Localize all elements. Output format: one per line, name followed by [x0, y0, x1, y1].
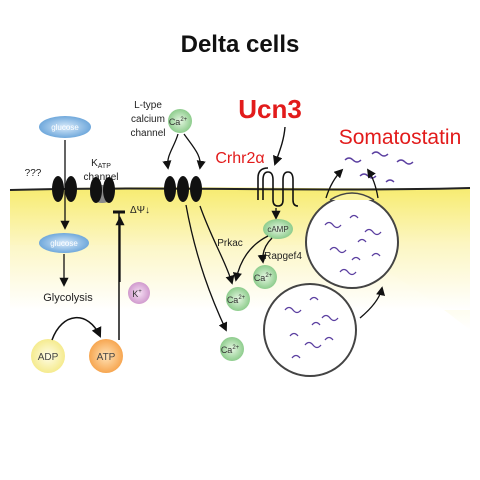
calcium-influx-arrow-right [183, 133, 206, 170]
calcium-ion-inside-1 [253, 265, 277, 289]
exocytosis-arrow-right [366, 168, 379, 199]
calcium-inside-label-2: Ca2+ [227, 295, 246, 305]
camp-molecule [263, 219, 293, 239]
membrane-depolarization-label: ΔΨ↓ [130, 205, 150, 216]
camp-prkac-arrow [232, 235, 269, 282]
potassium-label: K+ [132, 289, 142, 299]
vesicle-trafficking-arrow [359, 286, 386, 319]
granule-vesicle [263, 283, 357, 377]
katp-channel-label-line2: channel [83, 172, 118, 183]
glucose-transporter [52, 176, 77, 202]
atp-label: ATP [97, 352, 116, 363]
glucose-outside-label: glucose [51, 123, 79, 132]
calcium-inside-label-3: Ca2+ [221, 345, 240, 355]
ltype-label-line3: channel [130, 128, 165, 139]
adp-to-atp-arrow [51, 317, 102, 341]
ucn3-binding-arrow [273, 126, 286, 166]
released-somatostatin [344, 151, 414, 183]
calcium-ion-inside-3 [220, 337, 244, 361]
glucose-outside-molecule [39, 116, 91, 138]
adp-label: ADP [38, 352, 59, 363]
unknown-transporter-label: ??? [25, 168, 42, 179]
calcium-inward-arrow-1 [185, 204, 228, 332]
atp-molecule [89, 339, 123, 373]
ucn3-label: Ucn3 [238, 94, 302, 124]
glycolysis-label: Glycolysis [43, 292, 93, 304]
calcium-inward-arrow-2 [199, 205, 235, 285]
ltype-label-line1: L-type [134, 100, 162, 111]
calcium-ion-outside [168, 109, 192, 133]
calcium-influx-arrow-left [162, 133, 179, 170]
camp-rapgef4-arrow [257, 237, 273, 264]
glucose-inside-label: glucose [50, 239, 78, 248]
exocytosis-arrow-left [325, 168, 344, 199]
katp-channel-label-line1: KATP [91, 158, 111, 170]
calcium-outside-label: Ca2+ [169, 117, 188, 127]
adp-molecule [31, 339, 65, 373]
katp-channel [90, 177, 115, 203]
crhr2a-receptor [257, 167, 299, 207]
fusing-vesicle [305, 192, 399, 289]
calcium-ion-inside-2 [226, 287, 250, 311]
plasma-membrane [9, 187, 471, 191]
potassium-ion [128, 282, 150, 304]
prkac-label: Prkac [217, 238, 243, 249]
camp-label: cAMP [267, 225, 288, 234]
crhr2a-label: Crhr2α [215, 150, 264, 167]
ltype-label-line2: calcium [131, 114, 165, 125]
glucose-inside-molecule [39, 233, 89, 253]
ltype-calcium-channel [164, 176, 202, 202]
rapgef4-label: Rapgef4 [264, 251, 302, 262]
page-title: Delta cells [181, 31, 300, 58]
somatostatin-label: Somatostatin [339, 126, 462, 149]
calcium-inside-label-1: Ca2+ [254, 273, 273, 283]
